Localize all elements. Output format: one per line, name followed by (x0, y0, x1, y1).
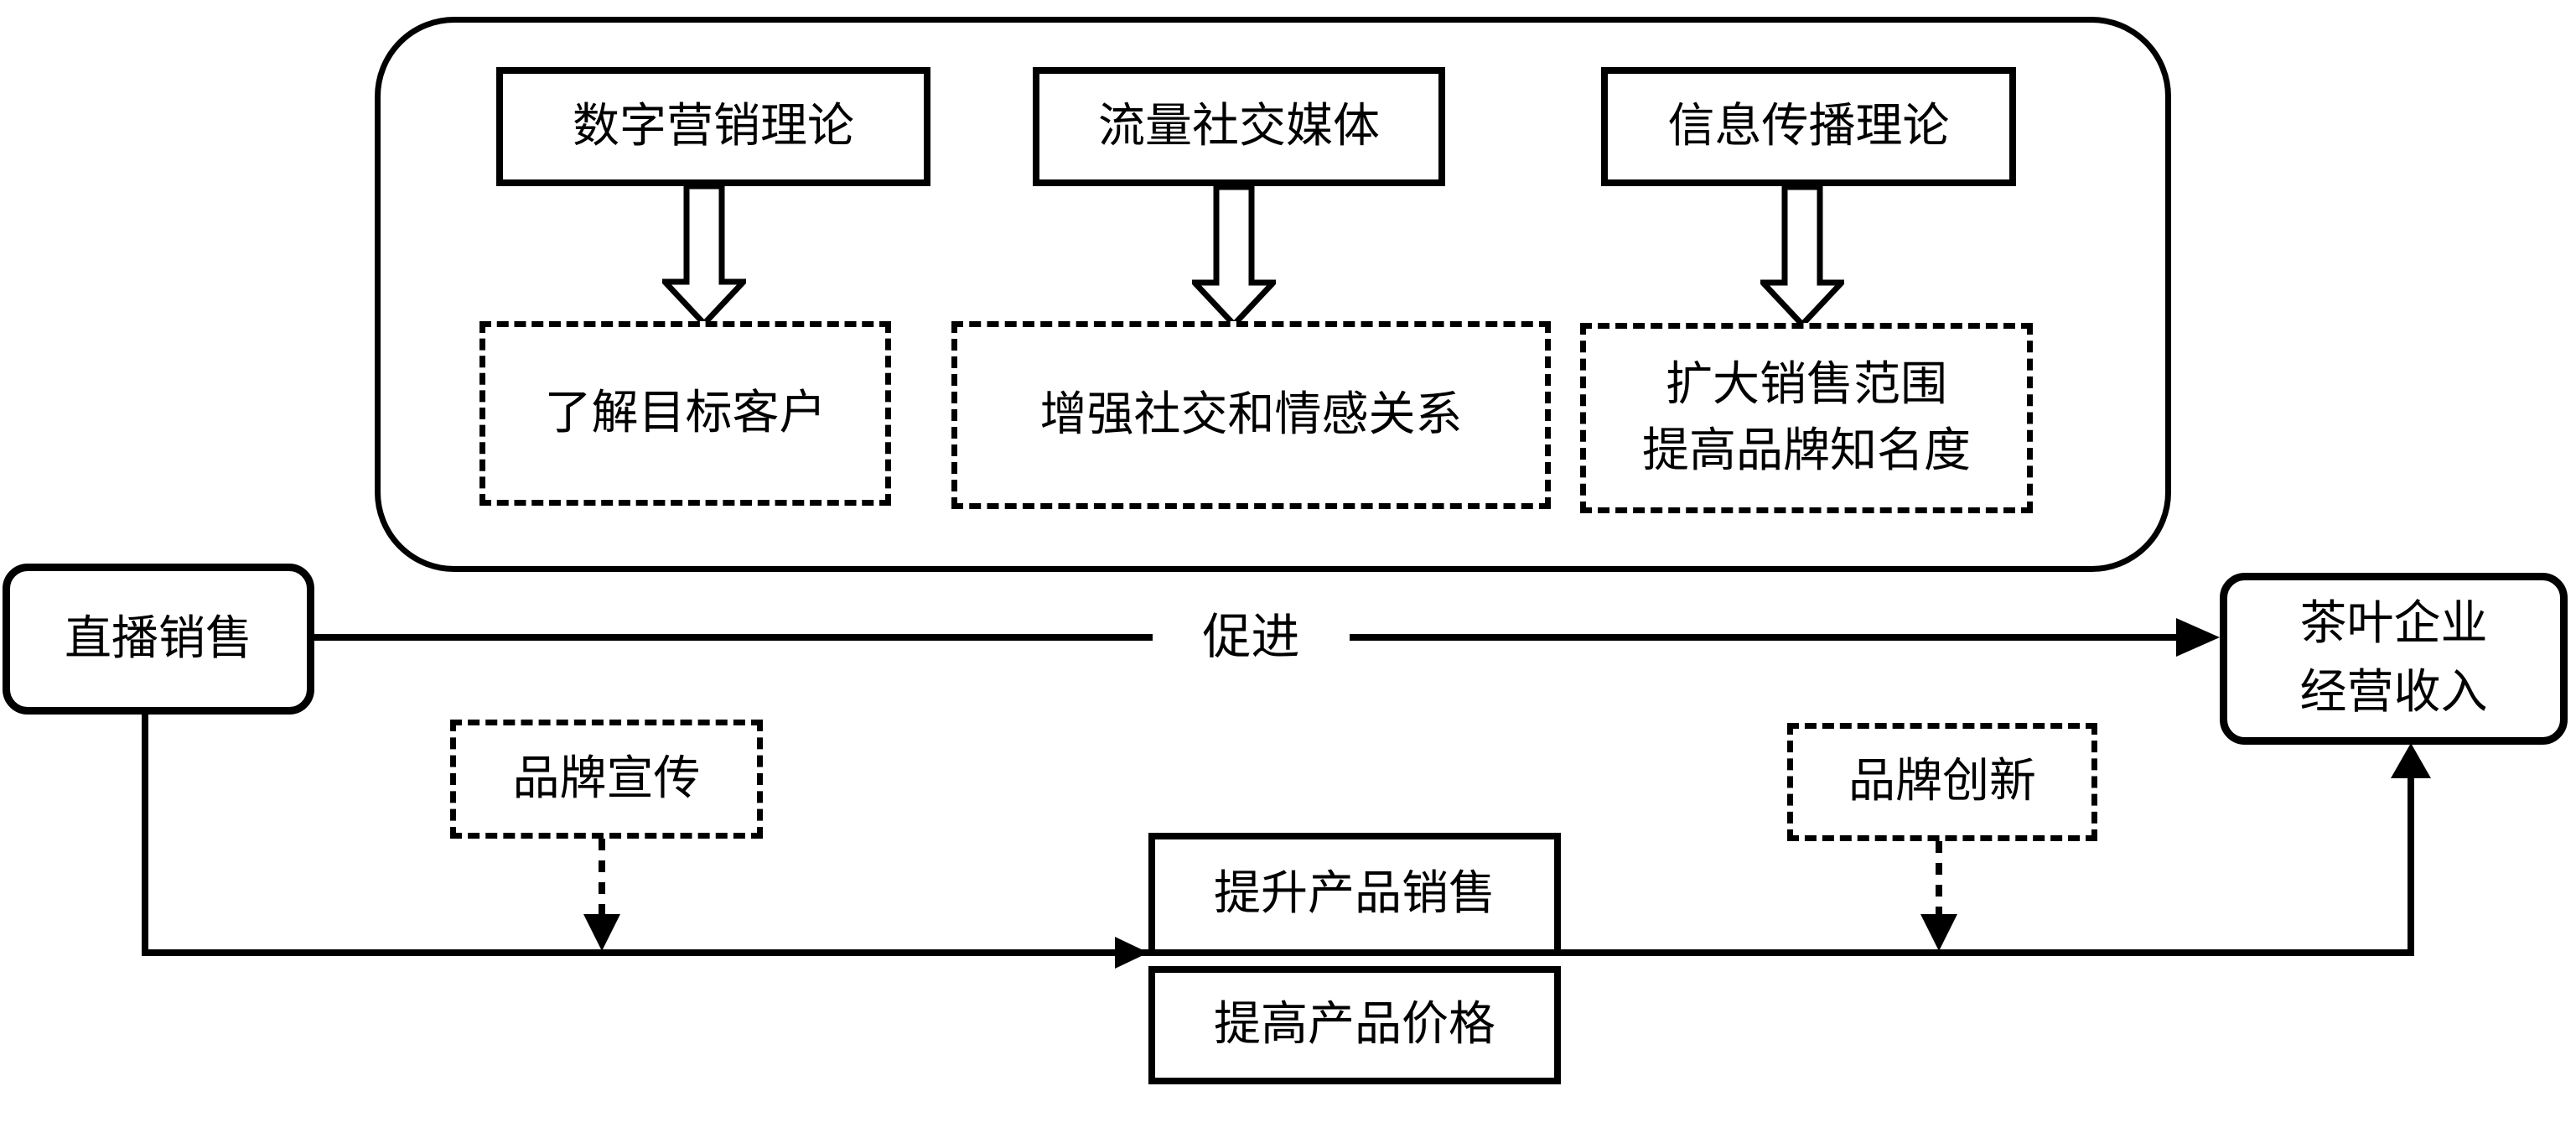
arrowhead-up-icon (2391, 743, 2431, 778)
outcome-box-know-customers: 了解目标客户 (479, 321, 891, 506)
promote-line-left (314, 634, 1153, 641)
block-down-arrow-icon (1192, 184, 1276, 328)
increase-product-sales-box: 提升产品销售 (1148, 833, 1561, 956)
connector-up-to-revenue (2408, 775, 2414, 956)
promote-label: 促进 (1153, 597, 1350, 668)
dotted-connector-brand-innovation (1936, 841, 1942, 916)
dotted-connector-brand-promotion (599, 839, 605, 916)
live-streaming-sales-box: 直播销售 (3, 564, 314, 715)
connector-down-from-live-sales (142, 711, 148, 956)
brand-promotion-box: 品牌宣传 (450, 720, 763, 839)
increase-product-price-box: 提高产品价格 (1148, 966, 1561, 1084)
block-down-arrow-icon (1760, 184, 1844, 328)
theory-box-information-spread: 信息传播理论 (1601, 67, 2016, 186)
theory-box-traffic-social-media: 流量社交媒体 (1033, 67, 1445, 186)
arrowhead-down-icon (583, 914, 620, 951)
brand-innovation-box: 品牌创新 (1787, 723, 2097, 841)
promote-line-right (1350, 634, 2179, 641)
outcome-box-social-emotional: 增强社交和情感关系 (951, 321, 1551, 509)
arrowhead-right-icon (1115, 937, 1148, 969)
theory-box-digital-marketing: 数字营销理论 (496, 67, 930, 186)
arrowhead-right-icon (2176, 618, 2220, 657)
outcome-box-expand-sales-brand: 扩大销售范围 提高品牌知名度 (1580, 323, 2033, 513)
arrowhead-down-icon (1920, 914, 1957, 951)
block-down-arrow-icon (662, 183, 746, 327)
tea-enterprise-revenue-box: 茶叶企业 经营收入 (2220, 573, 2568, 745)
